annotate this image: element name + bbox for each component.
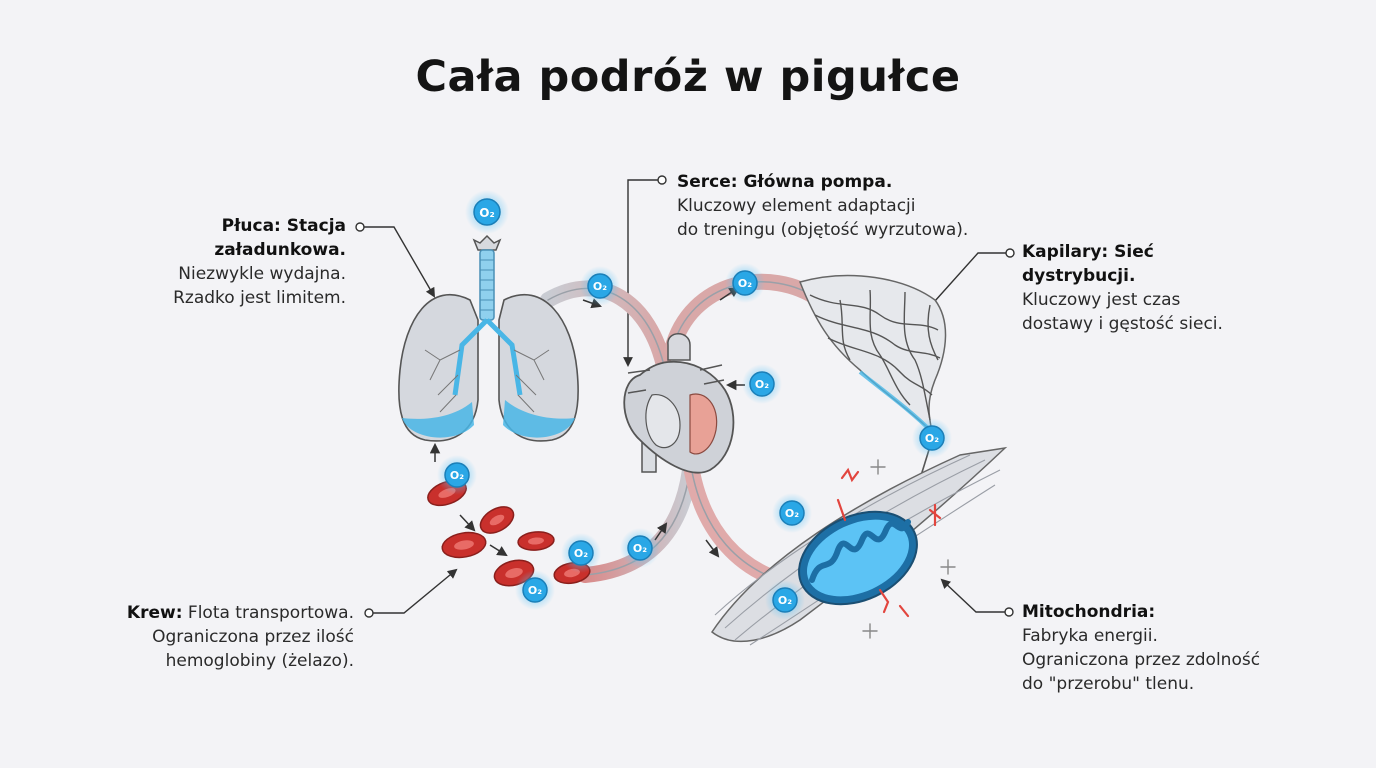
blood-label: Krew: Flota transportowa. Ograniczona pr…	[54, 601, 354, 673]
oxygen-label: O₂	[450, 469, 464, 482]
heart-illustration	[623, 333, 735, 474]
oxygen-molecule: O₂	[772, 493, 812, 533]
oxygen-label: O₂	[528, 584, 542, 597]
oxygen-label: O₂	[778, 594, 792, 607]
flow-arrow-8	[489, 544, 508, 557]
heart-label-line-2: do treningu (objętość wyrzutowa).	[677, 220, 969, 240]
leader-lines	[355, 175, 1015, 618]
oxygen-molecule: O₂	[437, 455, 477, 495]
oxygen-label: O₂	[785, 507, 799, 520]
sparkle-icon	[862, 623, 878, 639]
heart-leader-dot	[657, 175, 667, 185]
page-title: Cała podróż w pigułce	[415, 52, 961, 102]
mitochondria-label: Mitochondria: Fabryka energii. Ograniczo…	[1022, 600, 1322, 696]
spark-icon	[898, 604, 910, 618]
mitochondria-leader-dot	[1004, 607, 1014, 617]
oxygen-molecule: O₂	[725, 263, 765, 303]
blood-leader-dot	[364, 608, 374, 618]
oxygen-molecule: O₂	[561, 533, 601, 573]
oxygen-molecule: O₂	[742, 364, 782, 404]
red-blood-cell	[479, 506, 515, 534]
mitochondria-label-title: Mitochondria:	[1022, 602, 1156, 622]
bronchi	[452, 318, 523, 396]
flow-arrow-4	[705, 539, 720, 558]
oxygen-molecule: O₂	[465, 190, 509, 234]
lungs-label-line-2: Rzadko jest limitem.	[173, 288, 346, 308]
capillaries-label: Kapilary: Sieć dystrybucji. Kluczowy jes…	[1022, 240, 1242, 336]
oxygen-molecule: O₂	[912, 418, 952, 458]
oxygen-label: O₂	[593, 280, 607, 293]
oxygen-molecule: O₂	[515, 570, 555, 610]
spark-icon	[836, 498, 847, 522]
heart-left-ventricle	[689, 393, 718, 455]
energy-sparks	[836, 459, 956, 639]
trachea-rings	[480, 259, 494, 311]
spark-icon	[878, 588, 890, 614]
oxygen-label: O₂	[755, 378, 769, 391]
lungs-illustration	[398, 234, 579, 442]
capillary-network	[798, 274, 947, 498]
red-blood-cell	[517, 531, 555, 551]
red-blood-cells	[427, 479, 591, 587]
lungs-leader-line	[364, 226, 435, 298]
mitochondria-leader-line	[940, 578, 1005, 613]
mitochondrion-cristae	[809, 519, 911, 583]
heart-label: Serce: Główna pompa. Kluczowy element ad…	[677, 170, 997, 242]
capillaries-label-line-1: Kluczowy jest czas	[1022, 290, 1181, 310]
oxygen-label: O₂	[738, 277, 752, 290]
oxygen-molecule: O₂	[620, 528, 660, 568]
capillary-mesh	[809, 289, 941, 421]
oxygen-label: O₂	[574, 547, 588, 560]
mitochondria-label-line-3: do "przerobu" tlenu.	[1022, 674, 1195, 694]
blood-label-line-2: Ograniczona przez ilość	[152, 627, 354, 647]
sparkle-icon	[940, 559, 956, 575]
heart-label-title: Serce: Główna pompa.	[677, 172, 893, 192]
flow-arrow-7	[459, 514, 476, 532]
oxygen-molecules: O₂ O₂ O₂ O₂ O₂ O₂ O₂ O₂ O₂ O₂ O₂	[437, 190, 952, 620]
lungs-to-heart-arc-edge	[547, 287, 666, 371]
oxygen-label: O₂	[633, 542, 647, 555]
aorta	[667, 333, 691, 361]
sparkle-icon	[870, 459, 886, 475]
lungs-leader-dot	[355, 222, 365, 232]
heart-vessels	[627, 364, 725, 394]
oxygen-molecule: O₂	[765, 580, 805, 620]
red-blood-cell	[441, 531, 487, 559]
spark-icon	[840, 467, 860, 483]
muscle-fiber	[710, 446, 1008, 646]
blood-label-title: Krew:	[126, 603, 183, 623]
spark-icon	[928, 503, 942, 527]
bronchioles	[424, 349, 550, 413]
capillaries-label-line-2: dostawy i gęstość sieci.	[1022, 314, 1223, 334]
larynx	[472, 234, 502, 251]
heart-label-line-1: Kluczowy element adaptacji	[677, 196, 916, 216]
oxygen-molecule: O₂	[580, 266, 620, 306]
mitochondria-label-line-2: Ograniczona przez zdolność	[1022, 650, 1261, 670]
oxygen-label: O₂	[925, 432, 939, 445]
oxygen-label: O₂	[479, 206, 494, 220]
right-lung-fill	[503, 400, 575, 438]
blood-label-line-3: hemoglobiny (żelazo).	[165, 651, 354, 671]
blood-label-line-1: Flota transportowa.	[187, 603, 354, 623]
mitochondrion	[798, 510, 918, 606]
lungs-label: Płuca: Stacja załadunkowa. Niezwykle wyd…	[126, 214, 346, 310]
heart-right-ventricle	[645, 394, 681, 449]
lungs-label-line-1: Niezwykle wydajna.	[178, 264, 346, 284]
lungs-label-title: Płuca: Stacja załadunkowa.	[214, 216, 346, 260]
capillaries-leader-line	[924, 252, 1006, 313]
blood-leader-line	[373, 568, 458, 614]
capillaries-leader-dot	[1005, 248, 1015, 258]
capillaries-label-title: Kapilary: Sieć dystrybucji.	[1022, 242, 1154, 286]
left-lung-fill	[402, 402, 474, 438]
mitochondria-label-line-1: Fabryka energii.	[1022, 626, 1158, 646]
